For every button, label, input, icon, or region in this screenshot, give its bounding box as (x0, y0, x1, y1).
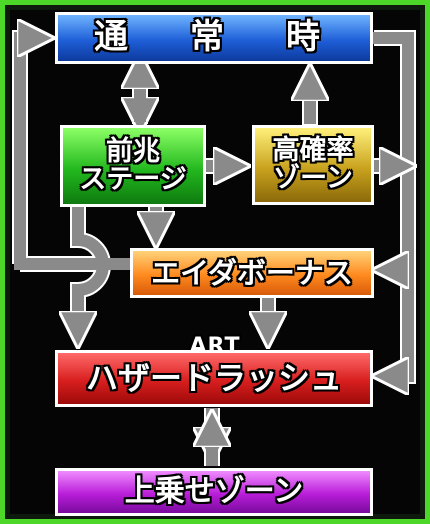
eida-bonus-label: エイダボーナス (151, 255, 353, 290)
normal-state-box: 通 常 時 (55, 12, 373, 64)
zenchou-stage-label: 前兆 ステージ (79, 135, 187, 195)
hazard-rush-box: ハザードラッシュ (55, 350, 373, 407)
normal-state-label: 通 常 時 (94, 17, 334, 58)
hazard-rush-label: ハザードラッシュ (85, 358, 342, 397)
arrow-normal-right-loop (372, 32, 414, 376)
zenchou-stage-box: 前兆 ステージ (60, 125, 206, 207)
uwanose-zone-box: 上乗せゾーン (55, 468, 373, 516)
high-probability-zone-label: 高確率 ゾーン (272, 134, 354, 194)
arrow-eida-normal-left-loop (14, 38, 130, 270)
eida-bonus-box: エイダボーナス (130, 248, 374, 298)
uwanose-zone-label: 上乗せゾーン (124, 474, 304, 510)
high-probability-zone-box: 高確率 ゾーン (252, 125, 374, 205)
